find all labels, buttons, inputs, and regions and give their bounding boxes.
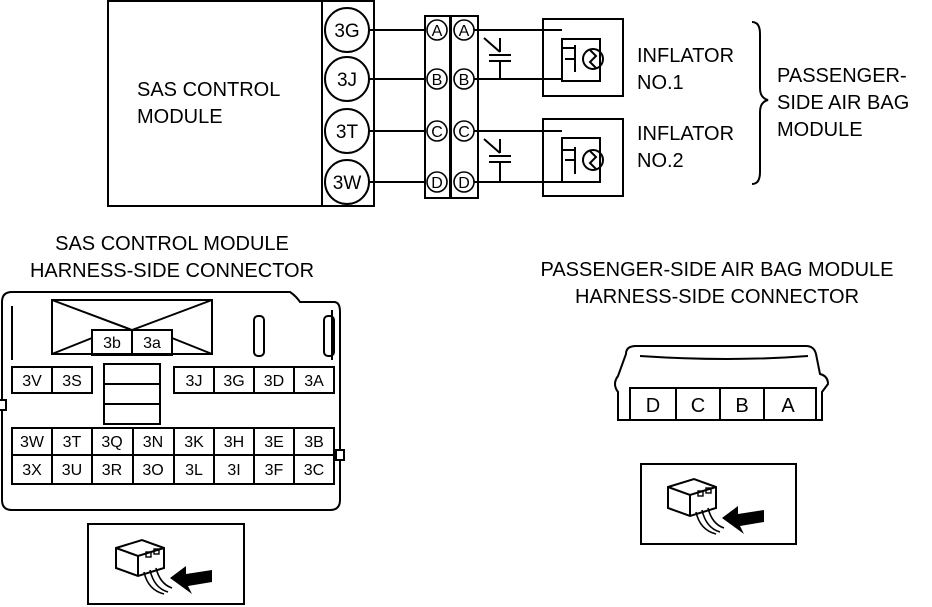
svg-text:3W: 3W bbox=[333, 173, 362, 194]
sas-pin-3j: 3J bbox=[324, 56, 370, 102]
svg-text:3K: 3K bbox=[184, 434, 204, 451]
sas-pin-3g: 3G bbox=[324, 7, 370, 53]
svg-text:3N: 3N bbox=[143, 434, 163, 451]
connector-pins-right bbox=[453, 19, 475, 193]
sas-module-label-line1: SAS CONTROL bbox=[137, 79, 280, 101]
svg-text:3J: 3J bbox=[337, 70, 357, 91]
module-brace bbox=[751, 21, 769, 185]
sas-connector-housing bbox=[0, 291, 345, 511]
pin-d-left: D bbox=[431, 175, 443, 192]
svg-text:3D: 3D bbox=[264, 373, 284, 390]
svg-text:3T: 3T bbox=[63, 434, 82, 451]
inflator-2-circuit bbox=[474, 118, 624, 197]
svg-text:3S: 3S bbox=[62, 373, 82, 390]
svg-text:3b: 3b bbox=[103, 335, 121, 352]
svg-text:3X: 3X bbox=[22, 462, 42, 479]
inflator-2-label-line1: INFLATOR bbox=[637, 123, 734, 145]
sas-row1-right: 3J 3G 3D 3A bbox=[173, 366, 335, 394]
inflator-2-label-line2: NO.2 bbox=[637, 150, 684, 172]
airbag-module-label-line2: SIDE AIR BAG bbox=[777, 92, 909, 114]
sas-row1-left: 3V 3S bbox=[11, 366, 93, 394]
connector-pins-left bbox=[426, 19, 448, 193]
svg-text:3C: 3C bbox=[304, 462, 324, 479]
svg-text:3B: 3B bbox=[304, 434, 324, 451]
svg-text:3T: 3T bbox=[336, 122, 359, 143]
svg-text:3J: 3J bbox=[186, 373, 203, 390]
svg-text:3Q: 3Q bbox=[101, 434, 122, 451]
svg-text:3E: 3E bbox=[264, 434, 284, 451]
sas-row2: 3W 3T 3Q 3N 3K 3H 3E 3B bbox=[11, 427, 335, 456]
pin-b-left: B bbox=[432, 72, 443, 89]
inflator-1-circuit bbox=[474, 18, 624, 97]
svg-text:3L: 3L bbox=[185, 462, 203, 479]
svg-text:3a: 3a bbox=[143, 335, 161, 352]
sas-cavity-3b: 3b bbox=[91, 329, 133, 356]
sas-pin-3w: 3W bbox=[324, 159, 370, 205]
pin-a-left: A bbox=[432, 23, 443, 40]
inflator-1-label-line1: INFLATOR bbox=[637, 45, 734, 67]
sas-connector-title-line2: HARNESS-SIDE CONNECTOR bbox=[30, 260, 314, 282]
sas-row3: 3X 3U 3R 3O 3L 3I 3F 3C bbox=[11, 454, 335, 485]
svg-text:3V: 3V bbox=[22, 373, 42, 390]
airbag-cavity-d: D bbox=[646, 395, 660, 417]
svg-text:3I: 3I bbox=[227, 462, 240, 479]
sas-cavity-3a: 3a bbox=[131, 329, 173, 356]
svg-text:3F: 3F bbox=[265, 462, 284, 479]
airbag-module-label-line1: PASSENGER- bbox=[777, 65, 907, 87]
connector-probe-icon bbox=[87, 523, 245, 605]
airbag-cavity-c: C bbox=[691, 395, 705, 417]
airbag-connector-cavities: D C B A bbox=[646, 388, 795, 420]
airbag-connector-title-line2: HARNESS-SIDE CONNECTOR bbox=[575, 286, 859, 308]
svg-text:3O: 3O bbox=[142, 462, 163, 479]
pin-d-right: D bbox=[458, 175, 470, 192]
airbag-connector-housing bbox=[614, 345, 830, 421]
svg-text:3G: 3G bbox=[334, 21, 359, 42]
svg-text:3G: 3G bbox=[223, 373, 244, 390]
sas-pin-3t: 3T bbox=[324, 108, 370, 154]
airbag-cavity-a: A bbox=[781, 395, 795, 417]
connector-body-right bbox=[450, 15, 479, 199]
svg-text:3R: 3R bbox=[102, 462, 122, 479]
connector-probe-icon bbox=[640, 463, 797, 545]
svg-text:3H: 3H bbox=[224, 434, 244, 451]
sas-module-label-line2: MODULE bbox=[137, 106, 223, 128]
pin-a-right: A bbox=[459, 23, 470, 40]
svg-text:3W: 3W bbox=[20, 434, 45, 451]
connector-body-left bbox=[424, 15, 451, 199]
svg-text:3A: 3A bbox=[304, 373, 324, 390]
airbag-module-label-line3: MODULE bbox=[777, 119, 863, 141]
airbag-connector-title-line1: PASSENGER-SIDE AIR BAG MODULE bbox=[540, 259, 893, 281]
svg-text:3U: 3U bbox=[62, 462, 82, 479]
pin-c-right: C bbox=[458, 124, 470, 141]
sas-connector-title-line1: SAS CONTROL MODULE bbox=[55, 233, 289, 255]
pin-b-right: B bbox=[459, 72, 470, 89]
pin-c-left: C bbox=[431, 124, 443, 141]
inflator-1-label-line2: NO.1 bbox=[637, 72, 684, 94]
sas-control-module-box bbox=[107, 0, 375, 207]
airbag-cavity-b: B bbox=[735, 395, 748, 417]
